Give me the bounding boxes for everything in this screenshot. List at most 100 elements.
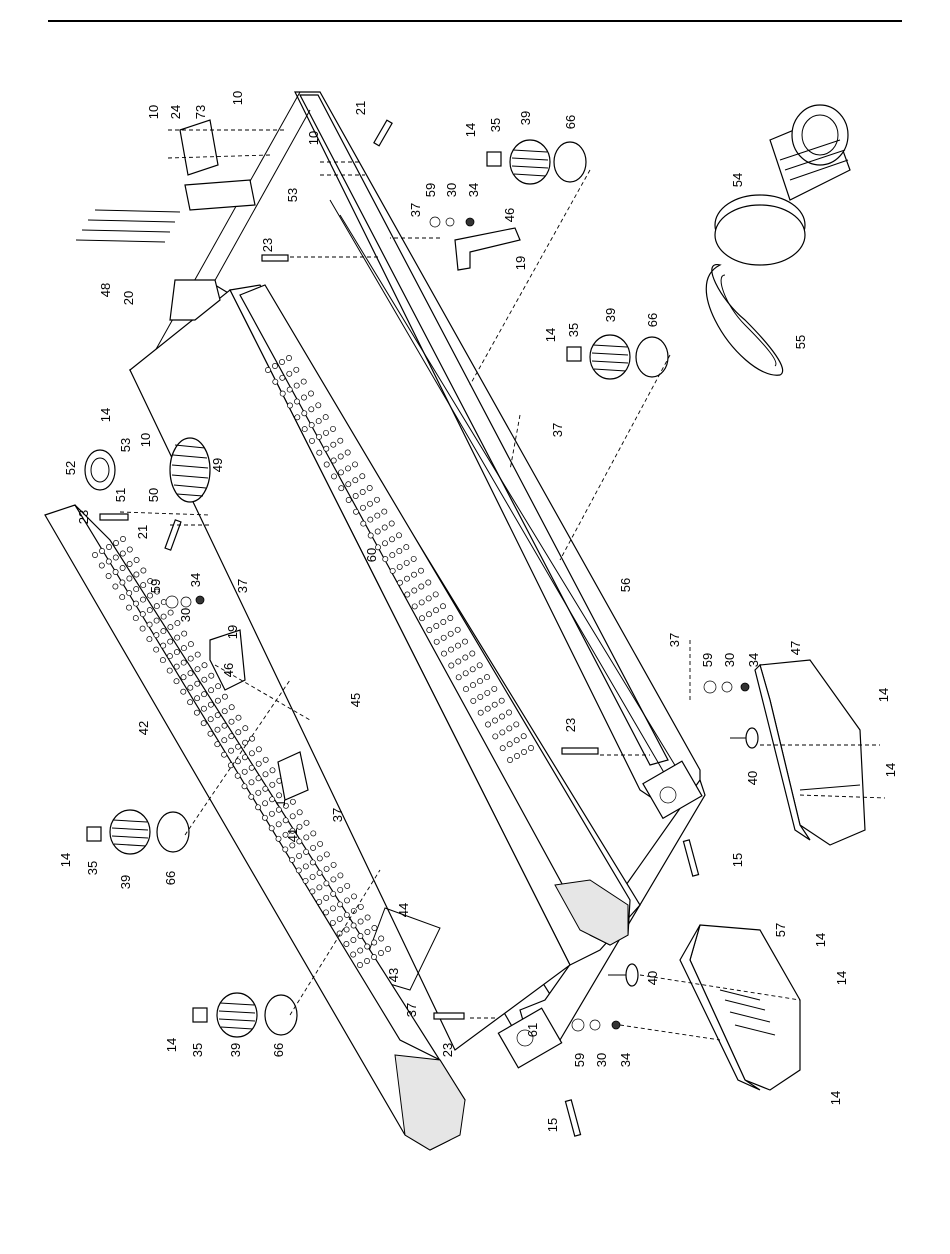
callout-label: 49 [210, 458, 225, 472]
callout-label: 59 [572, 1053, 587, 1067]
perforation-hole [216, 684, 221, 689]
callout-label: 48 [98, 283, 113, 297]
perforation-hole [168, 625, 173, 630]
perforation-hole [382, 541, 387, 546]
perforation-hole [249, 780, 254, 785]
perforation-hole [478, 694, 483, 699]
callout-label: 37 [550, 423, 565, 437]
perforation-hole [404, 560, 409, 565]
callout-label: 39 [603, 308, 618, 322]
perforation-hole [201, 721, 206, 726]
perforation-hole [181, 689, 186, 694]
perforation-hole [507, 757, 512, 762]
perforation-hole [308, 391, 313, 396]
perforation-hole [345, 466, 350, 471]
perforation-hole [331, 442, 336, 447]
callout-label: 34 [188, 573, 203, 587]
perforation-hole [448, 631, 453, 636]
perforation-hole [317, 899, 322, 904]
perforation-hole [371, 954, 376, 959]
perforation-hole [456, 659, 461, 664]
perforation-hole [499, 698, 504, 703]
perforation-hole [120, 536, 125, 541]
callout-label: 10 [306, 131, 321, 145]
callout-label: 40 [745, 771, 760, 785]
perforation-hole [181, 675, 186, 680]
front-roller-pulley [170, 438, 210, 502]
perforation-hole [127, 576, 132, 581]
perforation-hole [484, 675, 489, 680]
perforation-hole [194, 710, 199, 715]
perforation-hole [463, 687, 468, 692]
callout-label: 50 [146, 488, 161, 502]
perforation-hole [120, 595, 125, 600]
perforation-hole [229, 719, 234, 724]
perforation-hole [181, 660, 186, 665]
perforation-hole [188, 642, 193, 647]
perforation-hole [120, 580, 125, 585]
rear-endcap-right [755, 660, 865, 845]
isolator-set-top [487, 140, 586, 184]
perforation-hole [330, 906, 335, 911]
perforation-hole [404, 545, 409, 550]
perforation-hole [419, 616, 424, 621]
perforation-hole [310, 889, 315, 894]
perforation-hole [492, 718, 497, 723]
perforation-hole [290, 814, 295, 819]
perforation-hole [310, 860, 315, 865]
perforation-hole [222, 694, 227, 699]
perforation-hole [506, 710, 511, 715]
perforation-hole [419, 600, 424, 605]
callout-label: 61 [525, 1023, 540, 1037]
perforation-hole [140, 612, 145, 617]
perforation-hole [195, 696, 200, 701]
perforation-hole [365, 929, 370, 934]
perforation-hole [367, 485, 372, 490]
perforation-hole [361, 521, 366, 526]
callout-label: 1 [273, 799, 288, 806]
perforation-hole [493, 734, 498, 739]
perforation-hole [256, 805, 261, 810]
perforation-hole [411, 572, 416, 577]
perforation-hole [338, 438, 343, 443]
perforation-hole [462, 639, 467, 644]
callout-label: 35 [85, 861, 100, 875]
perforation-hole [360, 489, 365, 494]
perforation-hole [351, 894, 356, 899]
perforation-hole [133, 601, 138, 606]
perforation-hole [120, 551, 125, 556]
perforation-hole [311, 831, 316, 836]
callout-label: 59 [423, 183, 438, 197]
callout-label: 42 [136, 721, 151, 735]
perforation-hole [120, 565, 125, 570]
perforation-hole [134, 557, 139, 562]
perforation-hole [181, 646, 186, 651]
perforation-hole [269, 811, 274, 816]
perforation-hole [161, 629, 166, 634]
callout-label: 39 [228, 1043, 243, 1057]
perforation-hole [521, 734, 526, 739]
perforation-hole [174, 679, 179, 684]
perforation-hole [338, 873, 343, 878]
perforation-hole [243, 726, 248, 731]
perforation-hole [492, 702, 497, 707]
perforation-hole [195, 652, 200, 657]
perforation-hole [324, 881, 329, 886]
callout-label: 14 [98, 408, 113, 422]
perforation-hole [317, 856, 322, 861]
perforation-hole [294, 399, 299, 404]
perforation-hole [309, 438, 314, 443]
callout-label: 30 [722, 653, 737, 667]
perforation-hole [182, 631, 187, 636]
callout-label: 20 [121, 291, 136, 305]
perforation-hole [383, 557, 388, 562]
perforation-hole [188, 685, 193, 690]
perforation-hole [485, 706, 490, 711]
perforation-hole [514, 722, 519, 727]
perforation-hole [147, 622, 152, 627]
callout-label: 54 [730, 173, 745, 187]
perforation-hole [209, 673, 214, 678]
perforation-hole [294, 383, 299, 388]
perforation-hole [433, 608, 438, 613]
